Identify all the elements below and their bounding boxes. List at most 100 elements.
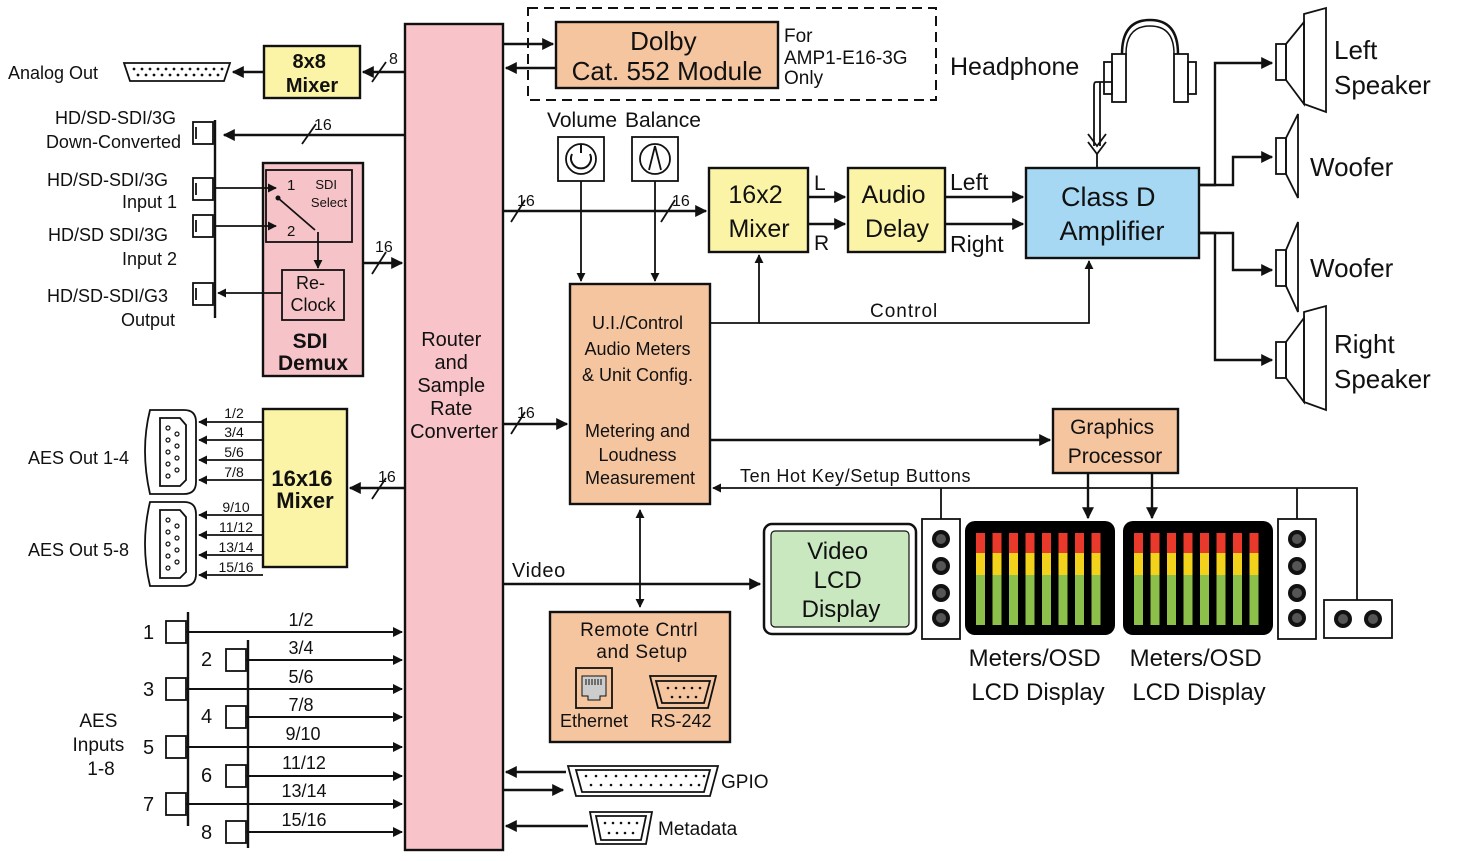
delay-right-label: Right: [950, 231, 1004, 257]
sdi-output-label: HD/SD-SDI/G3 Output: [47, 286, 175, 330]
bus-width-8: 8: [389, 51, 398, 68]
bus-width-16: 16: [378, 469, 396, 486]
meter-bar-segment: [1134, 533, 1143, 553]
sdi-input2-label: HD/SD SDI/3G Input 2: [48, 225, 177, 269]
svg-text:6: 6: [201, 765, 212, 787]
meter-bar-segment: [992, 575, 1002, 625]
svg-text:Dolby Cat. 552 Module: Dolby Cat. 552 Module: [572, 26, 763, 86]
bnc-connector: [192, 177, 214, 201]
aes-input-bnc-connector: [165, 620, 187, 644]
delay-left-label: Left: [950, 169, 989, 195]
meter-bar-segment: [1009, 553, 1018, 575]
meter-bar-segment: [1233, 533, 1242, 553]
meter-bar-segment: [1233, 553, 1242, 575]
meter-bar-segment: [1091, 553, 1101, 575]
dolby-optional-frame: [527, 7, 937, 101]
svg-text:7: 7: [143, 794, 154, 816]
svg-text:8x8 Mixer: 8x8 Mixer: [286, 51, 338, 97]
aes-inputs-label: AES Inputs 1-8: [72, 711, 129, 780]
svg-text:9/10: 9/10: [222, 499, 249, 515]
aes-input-bnc-connector: [165, 792, 187, 816]
meter-bar-segment: [1091, 533, 1101, 553]
sdi-select-position-1: 1: [287, 177, 295, 194]
aes-input-connectors: [165, 620, 403, 844]
db25-connector: [122, 62, 232, 82]
graphics-processor: Graphics Processor: [1051, 407, 1180, 475]
svg-text:15/16: 15/16: [218, 559, 253, 575]
svg-text:5/6: 5/6: [224, 444, 244, 460]
svg-text:Video LCD Display: Video LCD Display: [802, 538, 881, 623]
metadata-connector: [588, 811, 654, 845]
svg-text:15/16: 15/16: [281, 810, 326, 830]
bus-width-16: 16: [375, 239, 393, 256]
svg-text:11/12: 11/12: [282, 753, 326, 773]
bus-width-16: 16: [517, 193, 535, 210]
meter-bar-segment: [1167, 533, 1176, 553]
left-speaker-label: Left Speaker: [1334, 35, 1431, 100]
aes-out-lines: [198, 417, 263, 580]
bus-width-16: 16: [517, 405, 535, 422]
button-panel-small[interactable]: [1323, 599, 1393, 639]
remote-setup-block: Remote Cntrl and Setup Ethernet RS-242: [548, 610, 732, 744]
meter-bar-segment: [1025, 575, 1035, 625]
woofer-icon: [1275, 221, 1299, 313]
down-converted-label: HD/SD-SDI/3G Down-Converted: [46, 108, 181, 152]
svg-text:3/4: 3/4: [224, 424, 244, 440]
control-label: Control: [870, 301, 938, 322]
ui-control-block: U.I./Control Audio Meters & Unit Config.…: [568, 282, 712, 506]
svg-text:2: 2: [201, 649, 212, 671]
meter-bar-segment: [1216, 553, 1226, 575]
meter-bar-segment: [1058, 533, 1068, 553]
button-panel-left[interactable]: [921, 518, 961, 640]
meter-bar-segment: [1216, 575, 1226, 625]
woofer-icon: [1275, 113, 1299, 199]
meter-bar-segment: [1134, 553, 1143, 575]
aes-input-bnc-connector: [165, 735, 187, 759]
mixer-16x16: 16x16 Mixer: [261, 407, 349, 569]
bus-width-16: 16: [314, 117, 332, 134]
class-d-amplifier: Class D Amplifier: [1024, 166, 1201, 260]
button-panel-right[interactable]: [1277, 518, 1317, 640]
video-label: Video: [512, 560, 566, 582]
bus-width-16: 16: [672, 193, 690, 210]
volume-knob-icon: [557, 136, 605, 182]
aes-out-1-4-label: AES Out 1-4: [28, 448, 129, 468]
meter-bar-segment: [1167, 575, 1176, 625]
meter-display-2: [1123, 521, 1273, 635]
bnc-connector: [192, 214, 214, 238]
meter-bar-segment: [976, 553, 985, 575]
meter-bar-segment: [1183, 553, 1193, 575]
svg-text:5: 5: [143, 737, 154, 759]
svg-text:5/6: 5/6: [288, 667, 313, 687]
svg-text:Graphics Processor: Graphics Processor: [1068, 416, 1163, 468]
left-speaker-icon: [1275, 6, 1327, 114]
volume-label: Volume: [547, 109, 617, 132]
ethernet-port-icon: [575, 667, 613, 709]
headphone-icon: [1103, 18, 1197, 103]
aes-out-5-8-connector: [144, 501, 197, 587]
aes-input-bnc-connector: [225, 764, 247, 788]
meters-display-1-label: Meters/OSD LCD Display: [969, 645, 1108, 706]
sdi-input1-label: HD/SD-SDI/3G Input 1: [47, 170, 177, 212]
meter-bar-segment: [1150, 533, 1160, 553]
svg-text:U.I./Control Audio Meter: U.I./Control Audio Meters & Unit Config.…: [582, 313, 698, 488]
meter-bar-segment: [1058, 575, 1068, 625]
metadata-label: Metadata: [658, 819, 738, 840]
meter-bar-segment: [1167, 553, 1176, 575]
meter-bar-segment: [1009, 575, 1018, 625]
meter-bar-segment: [976, 533, 985, 553]
svg-text:1: 1: [143, 622, 154, 644]
svg-text:16x16 Mixer: 16x16 Mixer: [271, 466, 338, 513]
reclock-label: Re- Clock: [290, 273, 336, 315]
aes-input-numbers: 1 2 3 4 5 6 7 8: [143, 622, 212, 844]
meter-bar-segment: [1134, 575, 1143, 625]
meter-bar-segment: [1249, 533, 1259, 553]
meter-bar-segment: [1075, 575, 1084, 625]
meter-bar-segment: [976, 575, 985, 625]
meters-display-2-label: Meters/OSD LCD Display: [1130, 645, 1269, 706]
svg-text:Class D Amplifier: Class D Amplifier: [1059, 182, 1164, 246]
mixer-16x2: 16x2 Mixer: [707, 166, 810, 254]
meter-bar-segment: [992, 553, 1002, 575]
right-speaker-icon: [1275, 304, 1327, 412]
svg-text:8: 8: [201, 822, 212, 844]
